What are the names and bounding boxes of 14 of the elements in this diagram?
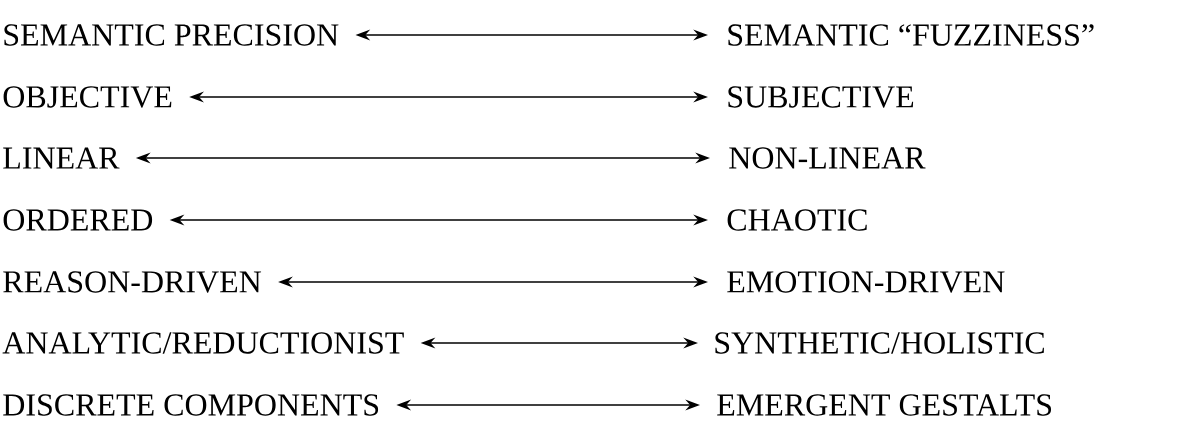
term-label: ANALYTIC/REDUCTIONIST bbox=[2, 332, 404, 354]
term-label: REASON-DRIVEN bbox=[3, 271, 262, 293]
term-label: CHAOTIC bbox=[727, 209, 867, 231]
term-label: SEMANTIC “FUZZINESS” bbox=[728, 24, 1094, 46]
term-label: ORDERED bbox=[3, 209, 153, 231]
term-label: OBJECTIVE bbox=[3, 86, 172, 108]
term-label: SYNTHETIC/HOLISTIC bbox=[715, 332, 1044, 354]
term-label: EMOTION-DRIVEN bbox=[727, 271, 1005, 293]
term-label: NON-LINEAR bbox=[729, 147, 926, 169]
term-label: LINEAR bbox=[3, 147, 120, 169]
term-label: DISCRETE COMPONENTS bbox=[3, 394, 379, 416]
term-label: SEMANTIC PRECISION bbox=[4, 24, 339, 46]
term-label: EMERGENT GESTALTS bbox=[717, 394, 1051, 416]
term-label: SUBJECTIVE bbox=[728, 86, 914, 108]
